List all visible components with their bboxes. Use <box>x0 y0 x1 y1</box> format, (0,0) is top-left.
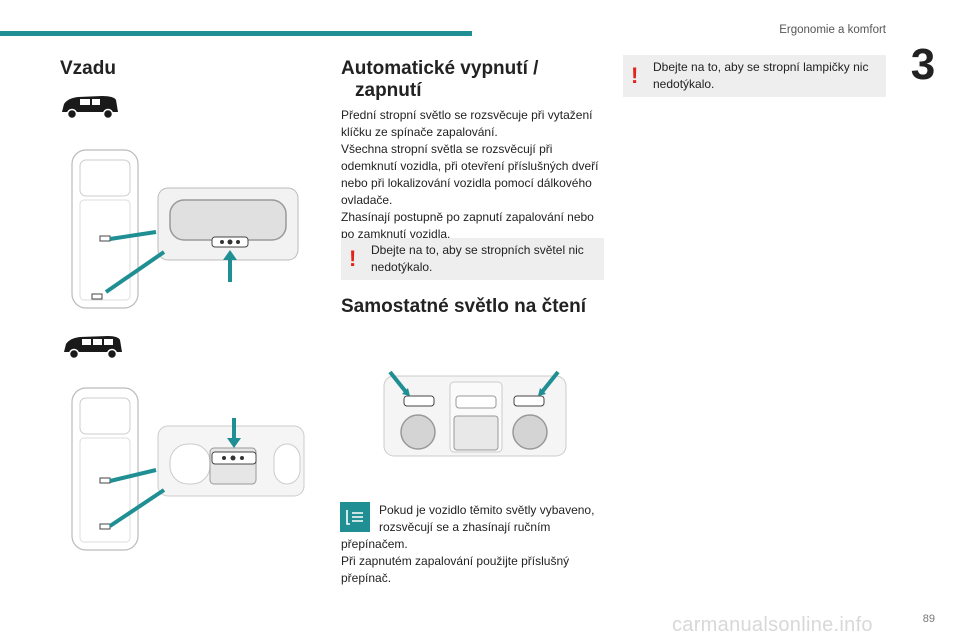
auto-paragraph: Přední stropní světlo se rozsvěcuje při … <box>341 107 611 243</box>
header-accent-bar <box>0 31 472 36</box>
warning-text: Dbejte na to, aby se stropních světel ni… <box>371 242 594 275</box>
warning-line-2: nedotýkalo. <box>653 76 715 91</box>
auto-line: Zhasínají postupně po zapnutí zapalování… <box>341 210 594 224</box>
heading-reading-light: Samostatné světlo na čtení <box>341 296 586 317</box>
auto-line: Všechna stropní světla se rozsvěcují při <box>341 142 553 156</box>
auto-line: odemknutí vozidla, při otevření příslušn… <box>341 159 599 173</box>
info-line-1: Pokud je vozidlo těmito světly vybaveno, <box>379 503 595 517</box>
auto-line: ovladače. <box>341 193 393 207</box>
exclamation-icon: ! <box>349 246 357 271</box>
info-line-3: přepínačem. <box>341 537 408 551</box>
top-view-car-illustration-2 <box>71 387 305 551</box>
info-line-4: Při zapnutém zapalování použijte přísluš… <box>341 554 570 568</box>
auto-line: Přední stropní světlo se rozsvěcuje při … <box>341 108 593 122</box>
heading-auto-line-1: Automatické vypnutí / <box>341 58 539 79</box>
van-short-icon <box>62 96 118 120</box>
warning-note-ceiling-lights: ! Dbejte na to, aby se stropních světel … <box>341 238 604 280</box>
warning-line-1: Dbejte na to, aby se stropní lampičky ni… <box>653 60 869 74</box>
warning-line-2: nedotýkalo. <box>371 259 433 274</box>
top-view-car-illustration-1 <box>71 149 299 309</box>
warning-note-ceiling-lamps: ! Dbejte na to, aby se stropní lampičky … <box>623 55 886 97</box>
exclamation-icon: ! <box>631 63 639 88</box>
warning-line-1: Dbejte na to, aby se stropních světel ni… <box>371 243 584 257</box>
van-long-icon <box>64 336 122 360</box>
heading-auto-line-2: zapnutí <box>355 80 422 101</box>
section-title: Ergonomie a komfort <box>779 24 886 36</box>
info-list-icon <box>340 502 370 532</box>
chapter-number: 3 <box>910 40 936 89</box>
watermark: carmanualsonline.info <box>672 614 873 636</box>
auto-line: po zamknutí vozidla. <box>341 227 451 241</box>
info-line-2: rozsvěcují se a zhasínají ručním <box>379 520 551 534</box>
auto-line: nebo při lokalizování vozidla pomocí dál… <box>341 176 592 190</box>
warning-text: Dbejte na to, aby se stropní lampičky ni… <box>653 59 876 92</box>
heading-vzadu: Vzadu <box>60 58 116 79</box>
auto-line: klíčku ze spínače zapalování. <box>341 125 498 139</box>
reading-light-console-illustration <box>383 370 567 457</box>
info-line-5: přepínač. <box>341 571 392 585</box>
page-number: 89 <box>922 613 935 625</box>
heading-auto-off-on: Automatické vypnutí / zapnutí <box>341 58 538 102</box>
info-paragraph: Pokud je vozidlo těmito světly vybaveno,… <box>341 502 611 587</box>
